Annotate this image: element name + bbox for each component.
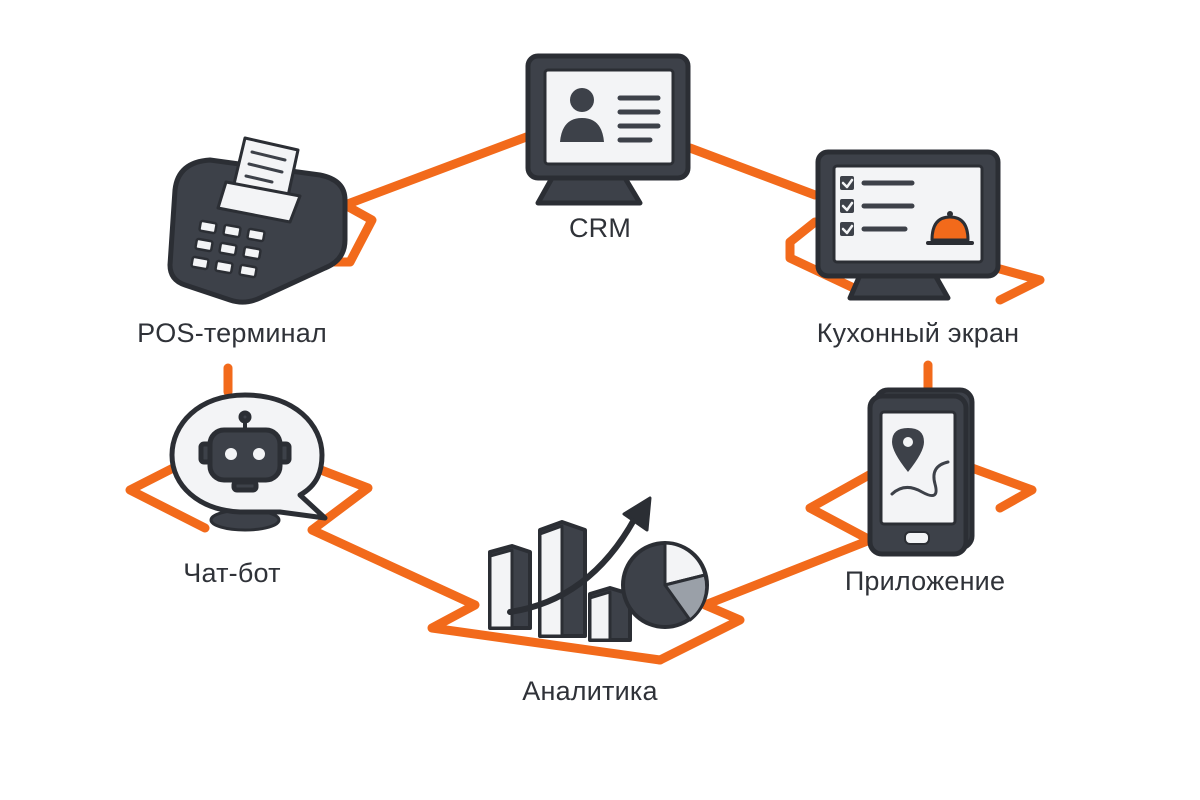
- mobile-app-icon: [867, 387, 975, 557]
- pos-terminal-icon: [167, 136, 348, 305]
- crm-monitor-icon: [525, 53, 691, 206]
- analytics-chart-icon: [488, 496, 709, 642]
- node-label-crm: CRM: [568, 213, 632, 243]
- connector-pos-crm: [317, 125, 550, 267]
- connector-analytics-chatbot: [295, 457, 665, 665]
- connector-app-analytics: [655, 463, 1037, 665]
- map-pin-icon: [892, 428, 924, 472]
- trend-arrow-icon: [507, 515, 638, 615]
- node-label-app: Приложение: [844, 566, 1006, 596]
- chatbot-icon: [169, 392, 328, 532]
- node-label-analytics: Аналитика: [522, 676, 658, 706]
- node-label-pos: POS-терминал: [137, 318, 327, 348]
- connector-chatbot-loop: [125, 457, 210, 533]
- node-label-chatbot: Чат-бот: [183, 558, 281, 588]
- kitchen-display-icon: [815, 149, 1001, 301]
- node-label-kitchen: Кухонный экран: [816, 318, 1020, 348]
- connection-lines: [125, 125, 1045, 665]
- service-bell-icon: [930, 215, 970, 242]
- connector-crm-kitchen: [685, 143, 820, 200]
